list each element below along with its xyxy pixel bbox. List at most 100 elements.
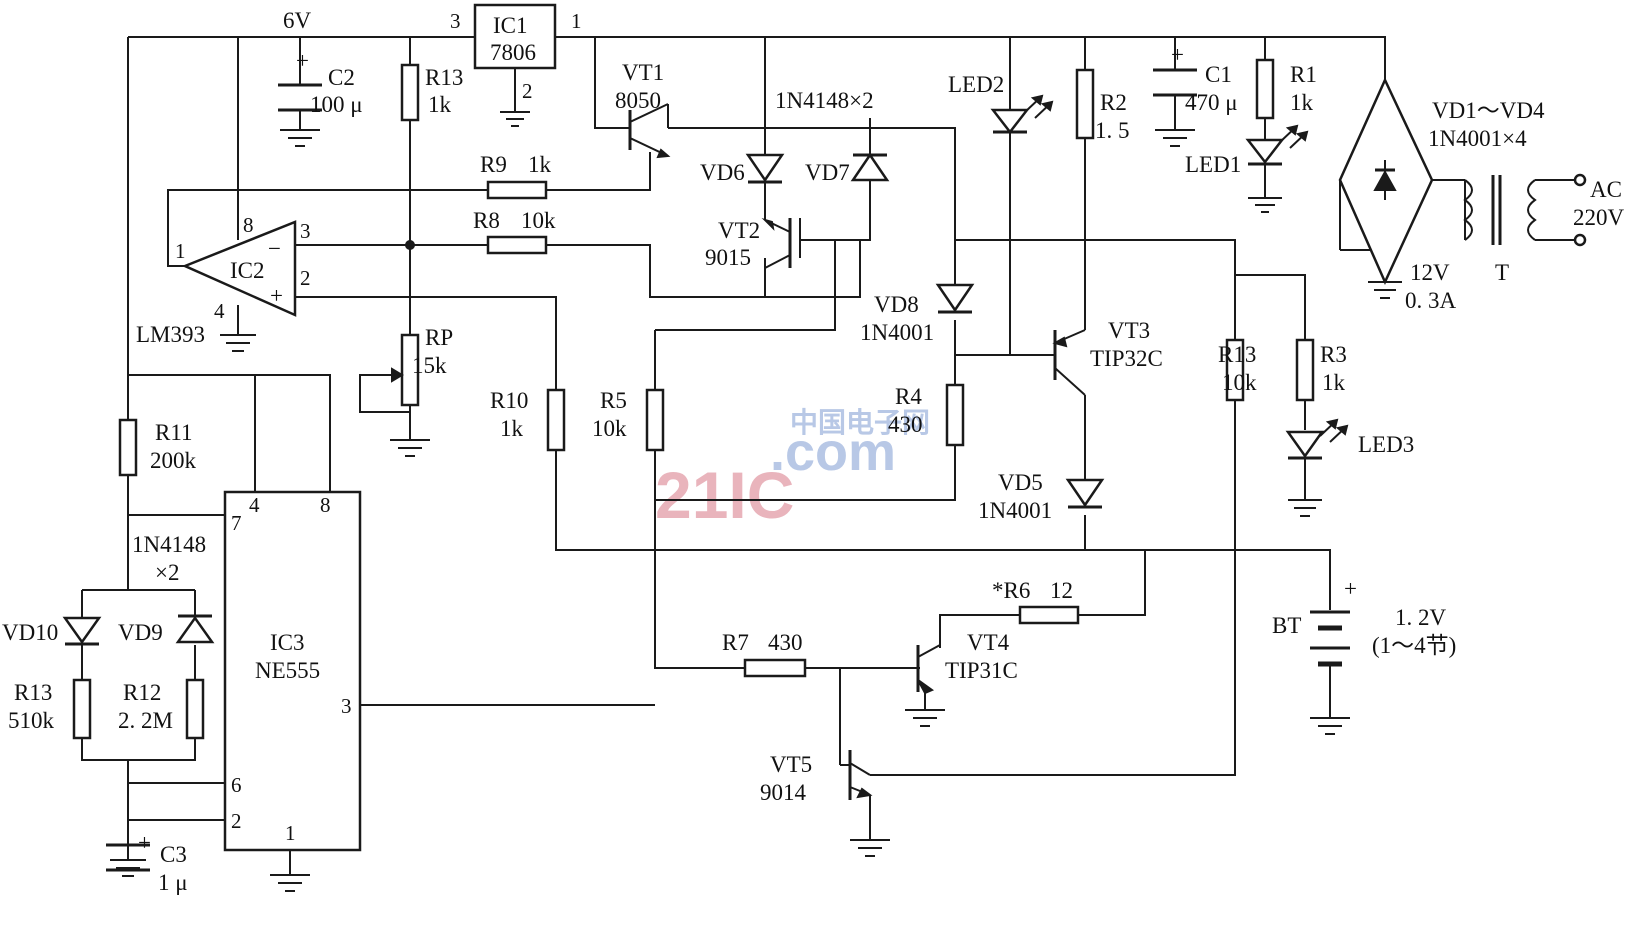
svg-text:3: 3 <box>300 219 311 243</box>
svg-text:4: 4 <box>249 493 260 517</box>
watermark-domain: .com <box>770 422 896 482</box>
svg-text:R5: R5 <box>600 388 627 413</box>
svg-text:7: 7 <box>231 511 242 535</box>
resistor-r7: R7 430 <box>722 630 807 678</box>
svg-text:9014: 9014 <box>760 780 807 805</box>
svg-text:+: + <box>1171 42 1184 67</box>
capacitor-c1: + C1 470 μ <box>1153 42 1238 115</box>
svg-text:+: + <box>138 830 151 855</box>
svg-text:470 μ: 470 μ <box>1185 90 1238 115</box>
svg-text:LED2: LED2 <box>948 72 1004 97</box>
svg-text:(1～4节): (1～4节) <box>1372 633 1456 658</box>
svg-text:1k: 1k <box>500 416 524 441</box>
transformer: AC 220V 12V T 0. 3A <box>1405 173 1625 313</box>
capacitor-c2: + C2 100 μ <box>278 48 363 117</box>
svg-text:VD10: VD10 <box>2 620 58 645</box>
svg-text:R4: R4 <box>895 384 922 409</box>
svg-text:R8: R8 <box>473 208 500 233</box>
svg-text:9015: 9015 <box>705 245 751 270</box>
svg-text:VT5: VT5 <box>770 752 812 777</box>
svg-text:2: 2 <box>300 266 311 290</box>
svg-text:C1: C1 <box>1205 62 1232 87</box>
svg-text:8: 8 <box>243 213 254 237</box>
vcc-6v-label: 6V <box>283 8 312 33</box>
resistor-r13-10k: R13 10k <box>1218 338 1257 402</box>
svg-text:1k: 1k <box>428 92 452 117</box>
led-led2: LED2 <box>948 72 1054 135</box>
svg-text:TIP31C: TIP31C <box>945 658 1018 683</box>
svg-text:1N4001: 1N4001 <box>860 320 934 345</box>
svg-text:1 μ: 1 μ <box>158 870 188 895</box>
svg-text:R7: R7 <box>722 630 749 655</box>
svg-text:IC3: IC3 <box>270 630 305 655</box>
svg-text:NE555: NE555 <box>255 658 320 683</box>
resistor-r8: R8 10k <box>473 208 556 255</box>
transistor-vt5: VT5 9014 <box>760 750 873 805</box>
battery-bt: + BT 1. 2V (1～4节) <box>1272 576 1456 680</box>
svg-text:2: 2 <box>231 809 242 833</box>
svg-text:BT: BT <box>1272 613 1301 638</box>
resistor-r9: R9 1k <box>480 152 552 200</box>
ic1-part: 7806 <box>490 40 536 65</box>
svg-text:VT4: VT4 <box>967 630 1010 655</box>
svg-text:IC2: IC2 <box>230 258 265 283</box>
svg-text:VT2: VT2 <box>718 218 760 243</box>
svg-text:R1: R1 <box>1290 62 1317 87</box>
svg-text:6: 6 <box>231 773 242 797</box>
svg-text:10k: 10k <box>592 416 627 441</box>
resistor-r6: *R6 12 <box>992 578 1080 625</box>
svg-text:15k: 15k <box>412 353 447 378</box>
svg-text:VD8: VD8 <box>874 292 919 317</box>
svg-text:R2: R2 <box>1100 90 1127 115</box>
wires <box>81 36 1580 875</box>
led-led1: LED1 <box>1185 124 1309 185</box>
diodes-left-label: 1N4148 <box>132 532 206 557</box>
svg-text:T: T <box>1495 260 1509 285</box>
svg-text:1. 2V: 1. 2V <box>1395 605 1447 630</box>
ic1-regulator: IC1 7806 3 1 2 6V <box>283 3 582 103</box>
svg-text:R13: R13 <box>14 680 52 705</box>
svg-text:VD5: VD5 <box>998 470 1043 495</box>
diodes-top-label: 1N4148×2 <box>775 88 874 113</box>
transistor-vt4: VT4 TIP31C <box>916 630 1018 695</box>
ic2-part: LM393 <box>136 322 205 347</box>
svg-text:VD7: VD7 <box>805 160 850 185</box>
svg-text:430: 430 <box>768 630 803 655</box>
svg-text:3: 3 <box>341 694 352 718</box>
resistor-r10: R10 1k <box>490 388 566 452</box>
svg-text:*R6: *R6 <box>992 578 1030 603</box>
comparator-ic2: IC2 − + 1 2 3 4 8 LM393 <box>136 213 311 347</box>
svg-text:0. 3A: 0. 3A <box>1405 288 1457 313</box>
svg-text:VD1～VD4: VD1～VD4 <box>1432 98 1545 123</box>
svg-text:430: 430 <box>888 412 923 437</box>
ic1-pin-in: 3 <box>450 9 461 33</box>
svg-text:R13: R13 <box>1218 342 1256 367</box>
svg-text:VD9: VD9 <box>118 620 163 645</box>
transistor-vt3: VT3 TIP32C <box>1052 318 1163 396</box>
watermark: 21IC .com 中国电子网 <box>655 406 930 532</box>
ic1-pin-out: 1 <box>571 9 582 33</box>
potentiometer-rp: RP 15k <box>378 325 453 407</box>
svg-text:1: 1 <box>175 239 186 263</box>
svg-text:LED3: LED3 <box>1358 432 1414 457</box>
svg-text:4: 4 <box>214 299 225 323</box>
svg-text:+: + <box>270 283 283 308</box>
svg-text:+: + <box>296 48 309 73</box>
transistor-vt2: VT2 9015 <box>705 217 792 270</box>
svg-text:VT3: VT3 <box>1108 318 1150 343</box>
watermark-number: 21IC <box>655 458 794 532</box>
svg-text:10k: 10k <box>1222 370 1257 395</box>
svg-text:2. 2M: 2. 2M <box>118 708 173 733</box>
svg-text:RP: RP <box>425 325 453 350</box>
junctions <box>405 240 415 250</box>
bridge-rectifier: VD1～VD4 1N4001×4 <box>1338 77 1545 286</box>
svg-text:1. 5: 1. 5 <box>1095 118 1130 143</box>
watermark-cn: 中国电子网 <box>790 406 930 439</box>
svg-text:12: 12 <box>1050 578 1073 603</box>
svg-text:8: 8 <box>320 493 331 517</box>
resistor-r1: R1 1k <box>1255 58 1317 120</box>
svg-text:VD6: VD6 <box>700 160 745 185</box>
resistor-r13-1k: R13 1k <box>400 63 463 122</box>
svg-text:1N4001×4: 1N4001×4 <box>1428 126 1527 151</box>
